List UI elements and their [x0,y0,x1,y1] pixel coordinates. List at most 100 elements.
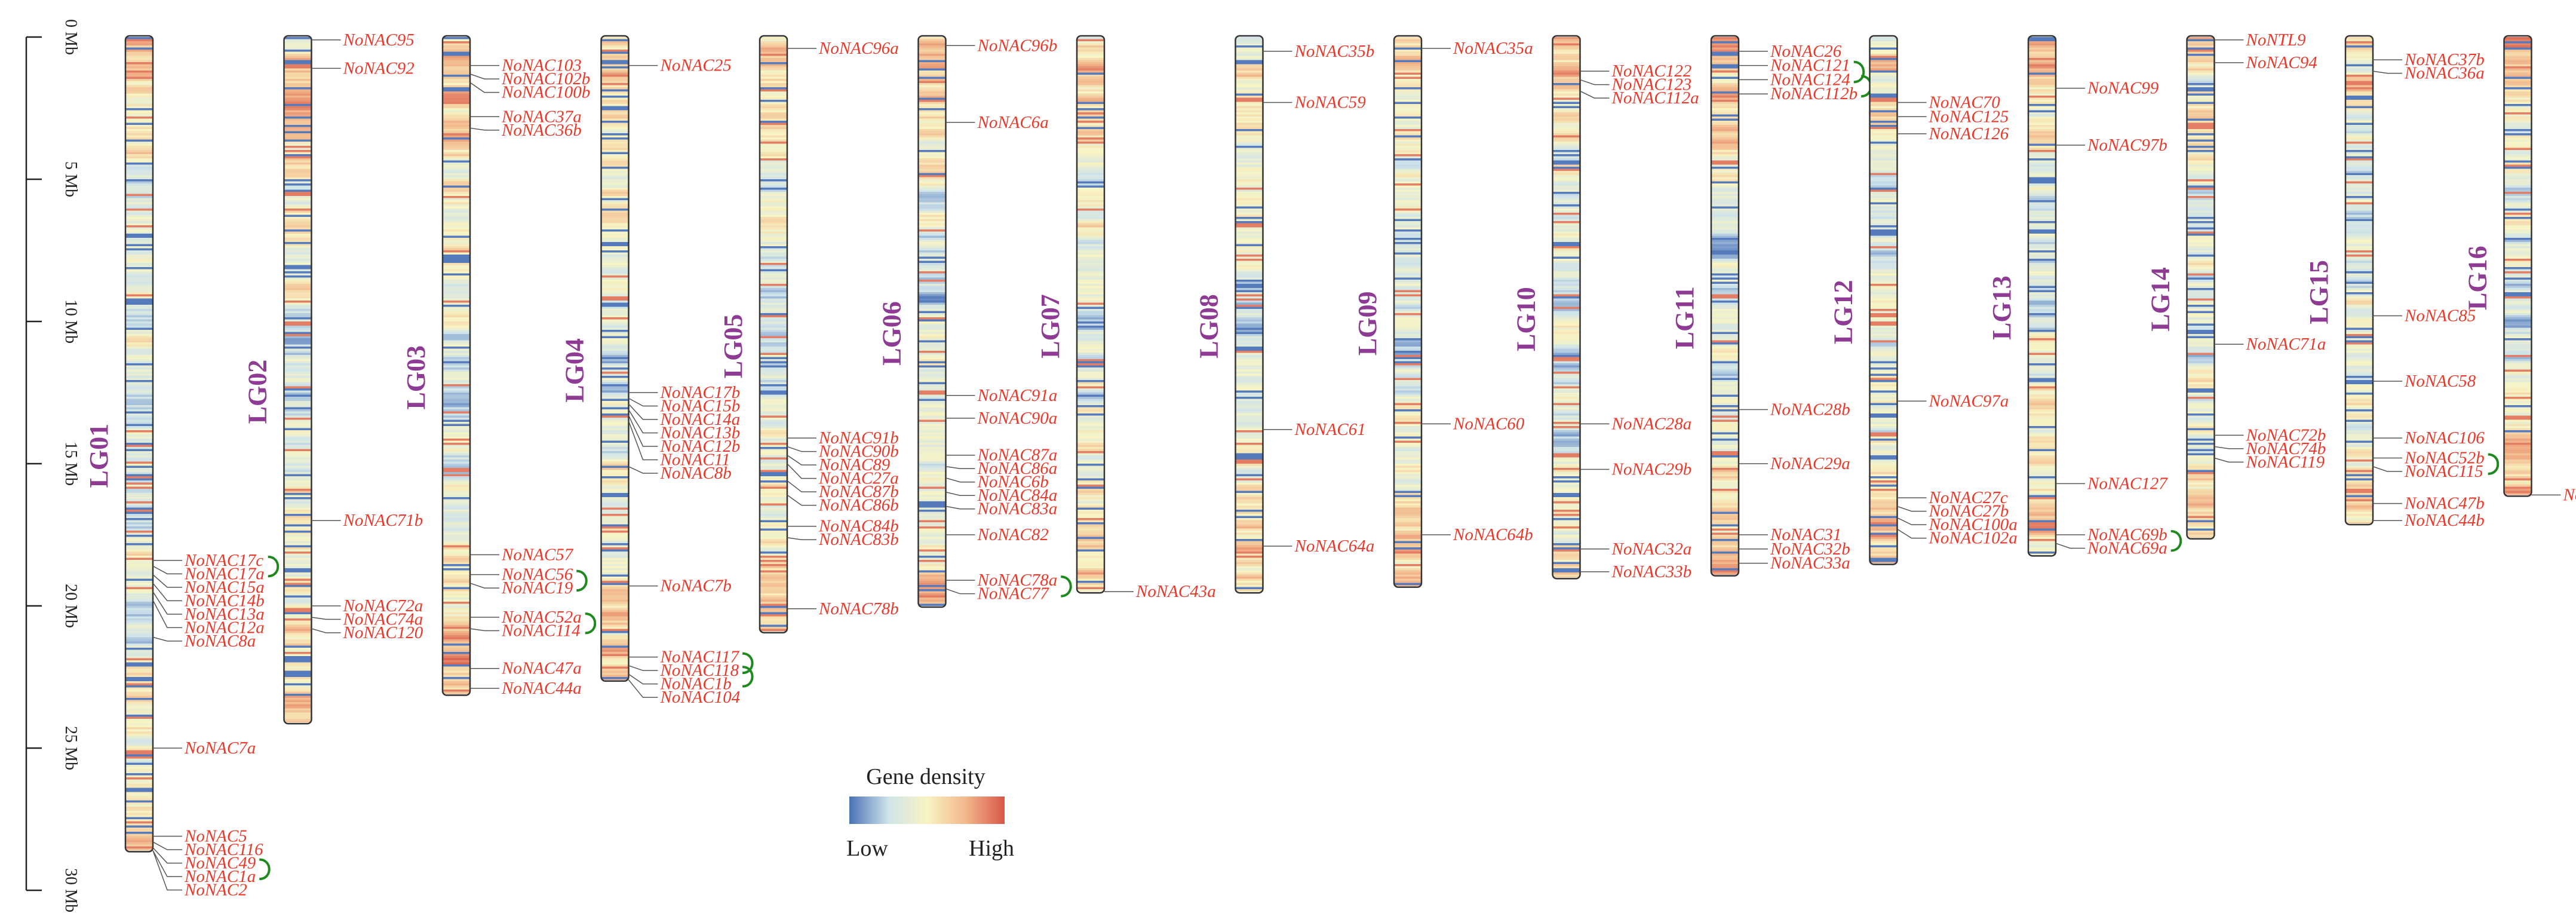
density-cell [1870,547,1898,550]
density-cell [284,91,312,94]
density-cell [919,255,946,257]
density-cell [125,658,153,661]
density-cell [2504,136,2532,138]
density-cell [443,518,470,520]
density-cell [1394,491,1421,494]
density-cell [2028,167,2056,169]
density-cell [125,420,153,422]
density-cell [1711,341,1739,343]
density-cell [1553,90,1580,92]
density-cell [1077,271,1104,274]
density-cell [1711,108,1739,111]
density-cell [601,675,629,678]
density-cell [601,167,629,169]
density-cell [2028,133,2056,136]
density-cell [1236,236,1263,238]
density-cell [125,39,153,42]
density-cell [1394,416,1421,418]
density-cell [1870,336,1898,339]
density-cell [1870,303,1898,305]
density-cell [2187,370,2215,372]
density-cell [919,121,946,123]
density-cell [1711,493,1739,495]
density-cell [601,56,629,59]
density-cell [125,709,153,711]
density-cell [125,387,153,389]
density-cell [125,418,153,420]
density-cell [760,56,787,59]
density-cell [125,144,153,146]
density-cell [601,546,629,548]
density-cell [1711,234,1739,236]
density-cell [919,518,946,520]
density-cell [2028,246,2056,249]
density-cell [2345,495,2373,498]
density-cell [1711,510,1739,512]
density-cell [601,142,629,144]
density-cell [443,290,470,293]
density-cell [1394,204,1421,207]
density-cell [760,370,787,372]
density-cell [2028,338,2056,341]
density-cell [1870,518,1898,520]
density-cell [125,571,153,573]
density-cell [125,805,153,807]
density-cell [1711,367,1739,370]
density-cell [2504,437,2532,439]
density-cell [1077,341,1104,343]
density-cell [125,150,153,152]
density-cell [2345,408,2373,410]
density-cell [443,470,470,473]
density-cell [284,136,312,138]
density-cell [1870,150,1898,152]
density-cell [1553,531,1580,533]
density-cell [1077,334,1104,336]
density-cell [1870,309,1898,311]
density-cell [1553,313,1580,315]
density-cell [919,152,946,155]
density-cell [443,347,470,349]
density-cell [1077,123,1104,125]
density-cell [919,416,946,418]
density-cell [1394,123,1421,125]
density-cell [601,614,629,617]
density-cell [1394,539,1421,541]
density-cell [601,296,629,299]
density-cell [443,468,470,470]
density-cell [1236,259,1263,261]
density-cell [919,382,946,385]
density-cell [2504,430,2532,433]
density-cell [1077,529,1104,531]
density-cell [1077,60,1104,63]
density-cell [125,424,153,427]
density-cell [2028,229,2056,232]
density-cell [1236,303,1263,305]
density-cell [1870,522,1898,525]
density-cell [2028,250,2056,253]
density-cell [601,136,629,138]
density-cell [443,575,470,577]
density-cell [284,506,312,508]
density-cell [2504,303,2532,305]
gene-label: NoNAC6a [977,113,1049,132]
density-cell [2187,412,2215,414]
density-cell [601,317,629,320]
density-cell [1077,539,1104,541]
density-cell [1077,585,1104,587]
density-cell [1711,326,1739,328]
density-cell [2028,485,2056,487]
density-cell [1394,330,1421,332]
density-cell [443,280,470,282]
density-cell [443,581,470,583]
density-cell [2345,255,2373,257]
density-cell [2028,271,2056,274]
density-cell [1711,100,1739,102]
density-cell [1553,547,1580,550]
density-cell [284,696,312,699]
density-cell [1236,269,1263,272]
gene-leader-line [946,589,975,593]
density-cell [125,137,153,140]
density-cell [1711,175,1739,177]
density-cell [2345,77,2373,79]
